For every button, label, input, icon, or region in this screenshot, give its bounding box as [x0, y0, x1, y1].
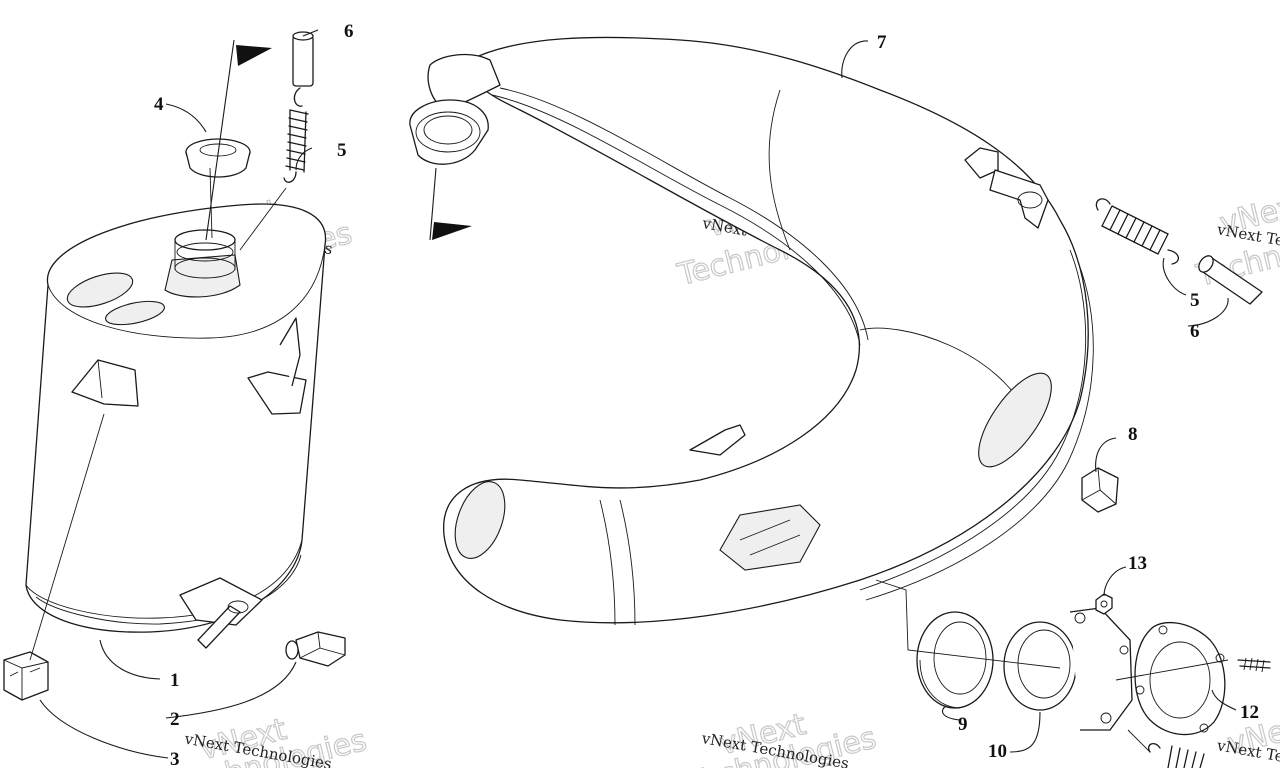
callout-6-right: 6	[1190, 321, 1200, 342]
callout-10: 10	[988, 741, 1007, 762]
seal-ring-9	[916, 611, 994, 709]
callout-6-left: 6	[344, 21, 354, 42]
spring-left	[283, 87, 309, 183]
rubber-plug-8	[1081, 467, 1119, 513]
leader-lines	[29, 29, 1237, 759]
callout-1: 1	[170, 670, 180, 691]
callout-5-right: 5	[1190, 290, 1200, 311]
nut-13	[1095, 593, 1113, 615]
callout-3: 3	[170, 749, 180, 768]
callout-9: 9	[958, 714, 968, 735]
callout-2: 2	[170, 709, 180, 730]
spring-right	[1095, 198, 1179, 265]
rubber-pad-3	[3, 651, 49, 701]
rubber-cap-2	[285, 631, 346, 667]
gasket-12	[1134, 621, 1226, 736]
exhaust-flange-10	[1003, 607, 1133, 731]
spring-sleeve-left	[292, 31, 314, 87]
callout-4: 4	[154, 94, 164, 115]
callout-5-left: 5	[337, 140, 347, 161]
assembly-arrow-middle	[429, 167, 472, 241]
spring-sleeve-right	[1198, 255, 1263, 305]
muffler-canister	[25, 203, 327, 649]
expansion-chamber	[409, 36, 1094, 626]
spring-bottom	[1148, 743, 1205, 768]
callout-12: 12	[1240, 702, 1259, 723]
callout-13: 13	[1128, 553, 1147, 574]
callout-labels: 6 4 5 7 5 6 8 13 1 2 3 9 10 12	[154, 21, 1259, 768]
callout-7: 7	[877, 32, 887, 53]
callout-8: 8	[1128, 424, 1138, 445]
stud-bolt	[1237, 657, 1271, 673]
